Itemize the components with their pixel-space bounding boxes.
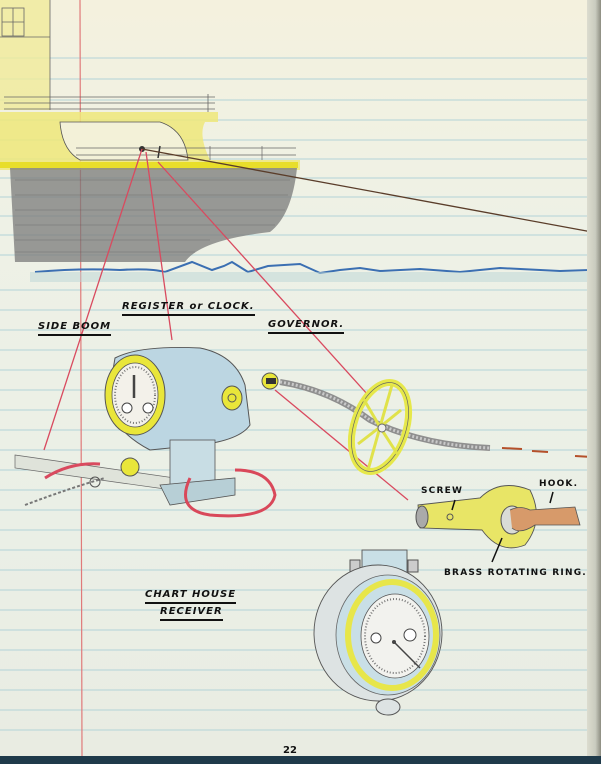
label-governor: GOVERNOR. [268,320,345,334]
log-line-dashes [501,447,593,458]
page-bottom-edge [0,756,601,764]
sea-waterline [34,260,591,275]
chart-house-receiver [313,549,443,716]
page-number: 22 [283,745,297,756]
label-receiver: RECEIVER [160,607,223,621]
label-screw: SCREW [421,486,464,496]
towing-line [141,148,593,233]
log-line [279,379,491,451]
side-boom [14,454,176,506]
pointer-lines [43,148,409,501]
label-side-boom: SIDE BOOM [38,322,112,336]
ship-stern [0,0,300,262]
label-chart-house: CHART HOUSE [145,590,237,604]
label-brass-ring: BRASS ROTATING RING. [444,568,587,578]
label-register: REGISTER or CLOCK. [122,302,255,316]
notebook-spine [587,0,601,764]
label-hook: HOOK. [539,479,579,489]
rotator-coupling [415,485,581,563]
register-clock [104,346,279,518]
governor-wheel [347,379,413,475]
